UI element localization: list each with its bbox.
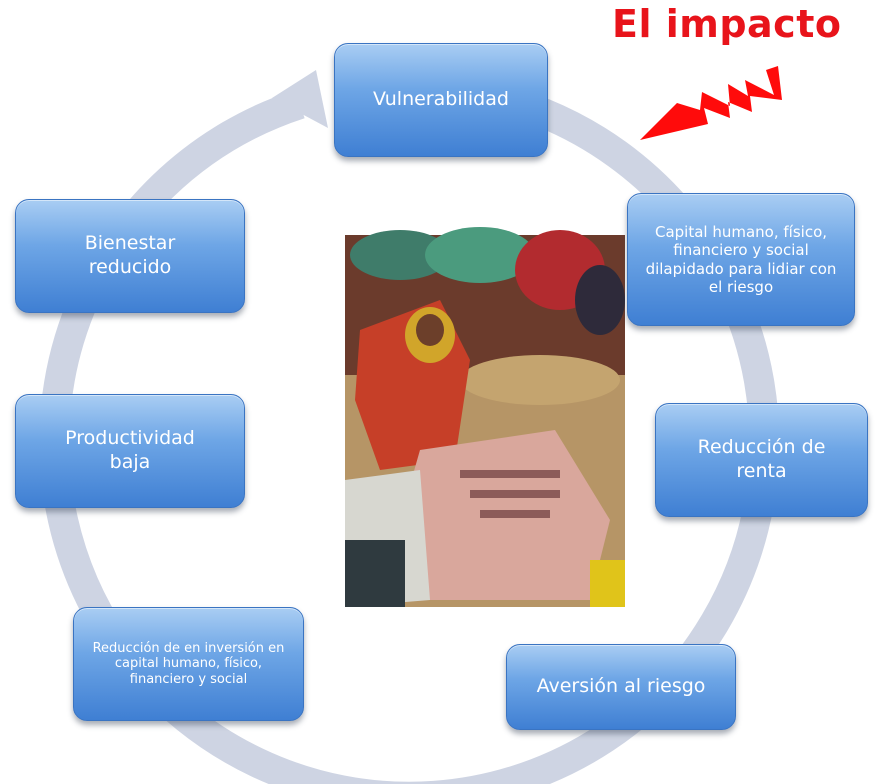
cycle-arrowhead (272, 70, 328, 128)
node-capital-dilapidado: Capital humano, físico, financiero y soc… (627, 193, 855, 326)
lightning-bolt-icon (640, 66, 782, 140)
node-bienestar-reducido: Bienestar reducido (15, 199, 245, 313)
node-reduccion-inversion: Reducción de en inversión en capital hum… (73, 607, 304, 721)
impact-title: El impacto (612, 2, 842, 46)
photo (345, 227, 625, 607)
node-productividad-baja: Productividad baja (15, 394, 245, 508)
node-aversion-riesgo: Aversión al riesgo (506, 644, 736, 730)
node-vulnerabilidad: Vulnerabilidad (334, 43, 548, 157)
node-reduccion-renta: Reducción de renta (655, 403, 868, 517)
